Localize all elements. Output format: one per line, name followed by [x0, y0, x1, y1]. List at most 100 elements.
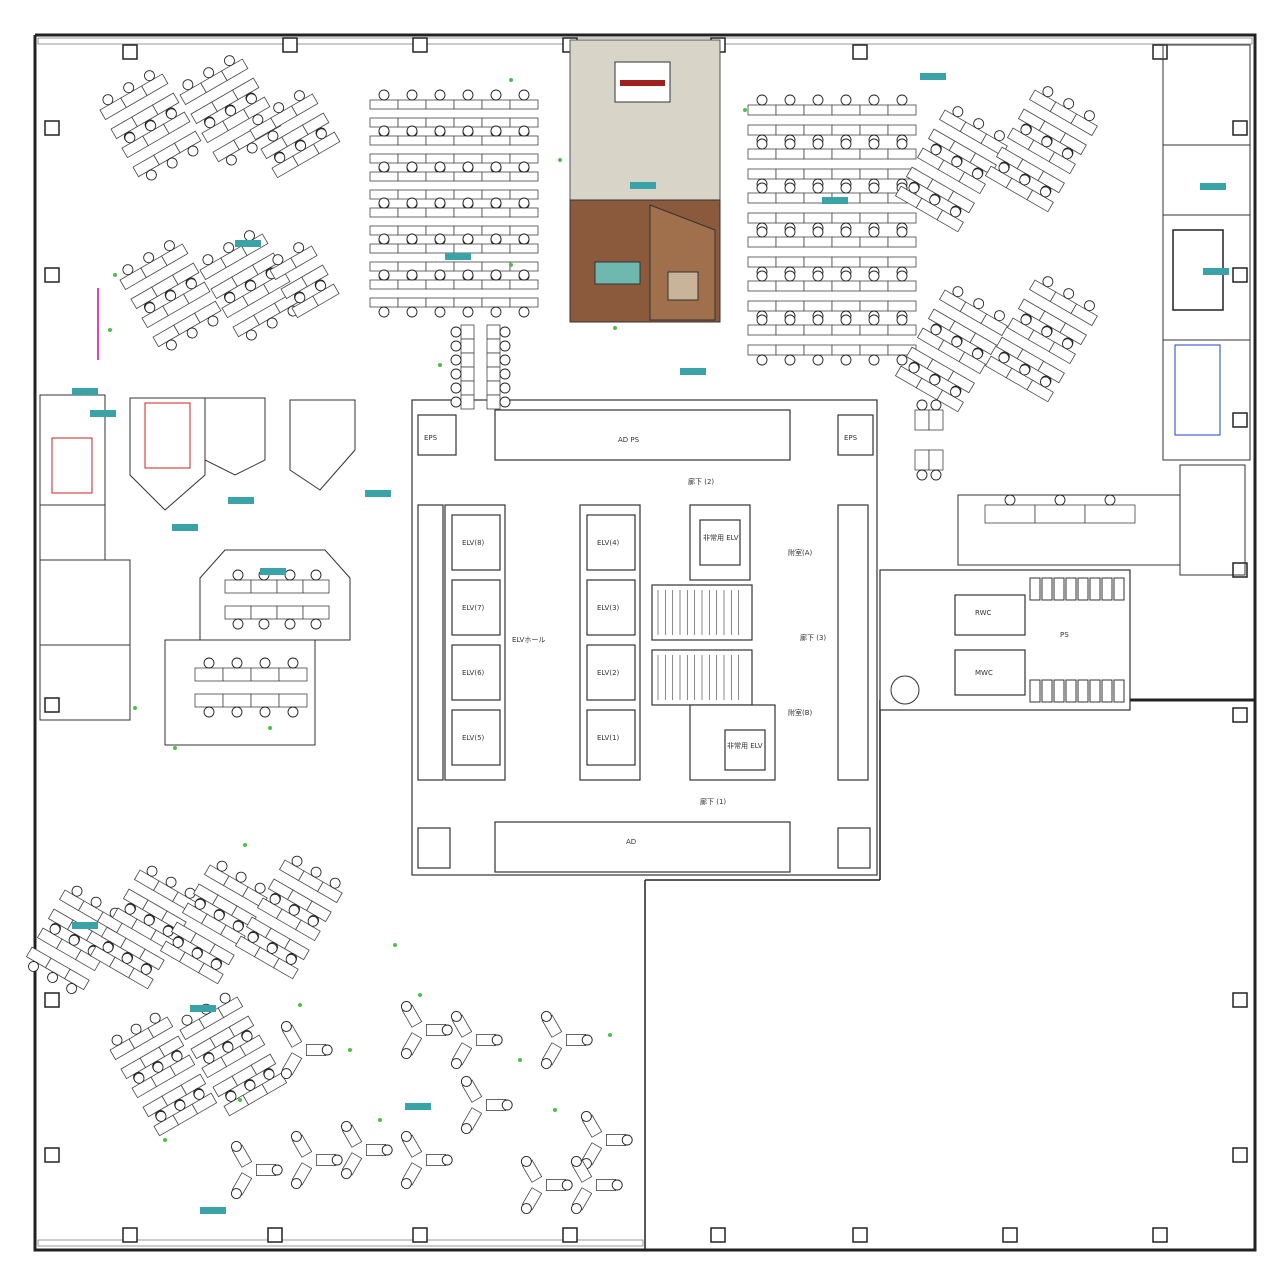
desk: [887, 324, 917, 336]
desk: [453, 207, 483, 218]
desk-cluster: [119, 240, 222, 351]
mwc-label: MWC: [975, 669, 993, 677]
chair: [868, 182, 880, 194]
chair: [406, 197, 418, 209]
desk: [425, 99, 455, 110]
desk: [831, 168, 861, 180]
chair: [284, 569, 296, 581]
desk: [831, 300, 861, 312]
chair: [812, 182, 824, 194]
stall: [1113, 577, 1125, 601]
pod: [400, 1130, 453, 1190]
chair: [840, 226, 852, 238]
desk: [747, 212, 777, 224]
chair: [490, 89, 502, 101]
path-mark: [113, 273, 117, 277]
path-mark: [348, 1048, 352, 1052]
pod-chair: [491, 1034, 503, 1046]
desk: [302, 605, 330, 620]
elv6-label: ELV(6): [462, 669, 485, 677]
desk: [369, 207, 399, 218]
chair: [406, 89, 418, 101]
column: [44, 697, 60, 713]
desk: [747, 148, 777, 160]
chair: [499, 396, 511, 408]
chair: [246, 142, 258, 154]
desk: [397, 135, 427, 146]
chair: [213, 909, 225, 921]
desk: [369, 297, 399, 308]
chair: [1084, 300, 1095, 312]
chair: [258, 618, 270, 630]
desk: [775, 124, 805, 136]
desk: [928, 409, 944, 431]
chair: [166, 157, 178, 169]
ad-label: AD: [626, 838, 636, 846]
chair: [378, 161, 390, 173]
desk: [250, 579, 278, 594]
corridor2-label: 廊下 (2): [688, 477, 714, 486]
chair: [203, 67, 215, 79]
pod-chair: [280, 1020, 292, 1032]
pod-chair: [520, 1155, 532, 1167]
path-mark: [173, 746, 177, 750]
desk: [481, 99, 511, 110]
desk-cluster: [369, 197, 539, 246]
chair: [294, 90, 305, 102]
desk: [775, 236, 805, 248]
stall: [1089, 679, 1101, 703]
desk: [831, 324, 861, 336]
emergency-elv-bottom: 非常用 ELV: [727, 741, 763, 750]
eps-label-1: EPS: [424, 434, 438, 442]
stall: [1089, 577, 1101, 601]
chair: [123, 82, 135, 94]
chair: [972, 348, 983, 360]
elv5-label: ELV(5): [462, 734, 485, 742]
pod-chair: [400, 1048, 412, 1060]
chair: [1040, 376, 1051, 388]
pod-chair: [450, 1058, 462, 1070]
area-tag: [1200, 183, 1226, 190]
chair: [868, 94, 880, 106]
chair: [223, 242, 235, 254]
chair: [973, 118, 985, 130]
desk: [803, 344, 833, 356]
chair: [1054, 494, 1066, 506]
chair: [1063, 98, 1075, 110]
chair: [245, 329, 257, 341]
desk: [278, 693, 308, 708]
chair: [518, 89, 530, 101]
chair: [929, 194, 941, 206]
chair: [812, 94, 824, 106]
area-tag: [365, 490, 391, 497]
area-tag: [920, 73, 946, 80]
desk: [460, 380, 475, 396]
chair: [490, 125, 502, 137]
chair: [462, 269, 474, 281]
area-tag: [172, 524, 198, 531]
column: [44, 267, 60, 283]
stall: [1101, 577, 1113, 601]
chair: [840, 314, 852, 326]
chair: [784, 270, 796, 282]
desk-cluster: [234, 855, 343, 980]
chair: [316, 128, 327, 140]
desk: [276, 605, 304, 620]
chair: [908, 182, 920, 194]
desk: [222, 693, 252, 708]
desk: [194, 667, 224, 682]
chair: [182, 79, 194, 91]
chair: [1062, 148, 1073, 160]
desk-cluster: [179, 55, 282, 166]
chair: [1104, 494, 1116, 506]
desk: [425, 297, 455, 308]
desk: [1034, 504, 1086, 524]
chair: [121, 952, 133, 964]
chair: [172, 936, 184, 948]
desk-cluster: [747, 314, 917, 366]
desk: [775, 300, 805, 312]
column: [1002, 1227, 1018, 1243]
chair: [219, 992, 231, 1004]
chair: [840, 94, 852, 106]
chair: [143, 252, 155, 264]
